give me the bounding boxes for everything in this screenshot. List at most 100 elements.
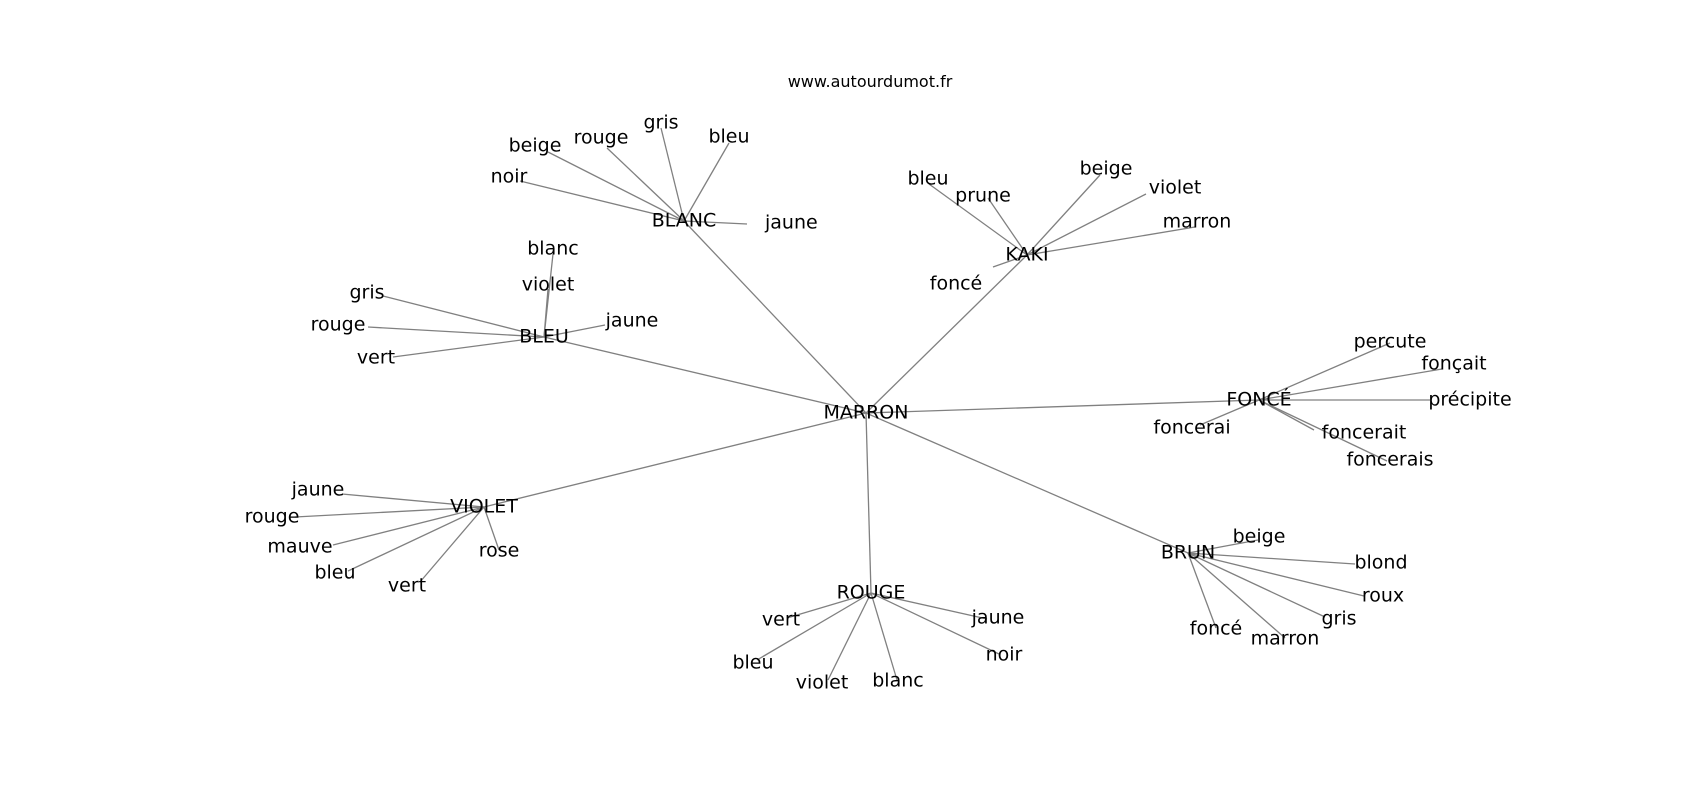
leaf-node-label: violet — [1149, 177, 1202, 199]
edge-hub-leaf — [382, 295, 545, 338]
hub-node-label: KAKI — [1005, 244, 1048, 266]
leaf-node-label: bleu — [732, 652, 773, 674]
edge-center-hub — [683, 220, 867, 414]
edge-hub-leaf — [419, 506, 485, 583]
edge-hub-leaf — [1026, 174, 1101, 256]
leaf-node-label: foncerai — [1153, 417, 1230, 439]
leaf-node-label: bleu — [907, 168, 948, 190]
edge-center-hub — [865, 412, 1189, 554]
leaf-node-label: jaune — [971, 607, 1025, 629]
edge-hub-leaf — [683, 142, 730, 222]
leaf-node-label: foncé — [1190, 618, 1243, 640]
leaf-node-label: bleu — [708, 126, 749, 148]
edge-hub-leaf — [756, 592, 872, 661]
edge-hub-leaf — [341, 493, 485, 508]
leaf-node-label: beige — [1080, 158, 1133, 180]
edge-hub-leaf — [1187, 552, 1326, 618]
leaf-node-label: rouge — [311, 314, 366, 336]
leaf-node-label: jaune — [605, 310, 659, 332]
edge-hub-leaf — [1199, 399, 1260, 426]
leaf-node-label: noir — [491, 166, 528, 188]
hub-node-label: VIOLET — [450, 496, 518, 518]
leaf-node-label: vert — [357, 347, 395, 369]
edge-hub-leaf — [928, 183, 1028, 256]
leaf-node-label: blanc — [872, 670, 923, 692]
edge-hub-leaf — [543, 324, 606, 338]
edge-hub-leaf — [1187, 552, 1365, 597]
leaf-node-label: rouge — [245, 506, 300, 528]
leaf-node-label: violet — [522, 274, 575, 296]
edge-hub-leaf — [367, 326, 545, 338]
leaf-node-label: blanc — [527, 238, 578, 260]
edge-hub-leaf — [332, 506, 485, 546]
edge-hub-leaf — [1187, 539, 1259, 554]
leaf-node-label: fonçait — [1421, 353, 1486, 375]
leaf-node-label: gris — [1321, 608, 1356, 630]
edge-hub-leaf — [1187, 552, 1286, 639]
edge-hub-leaf — [606, 147, 685, 222]
edge-hub-leaf — [294, 506, 485, 518]
leaf-node-label: rose — [479, 540, 520, 562]
leaf-node-label: rouge — [574, 127, 629, 149]
leaf-node-label: gris — [349, 282, 384, 304]
leaf-node-label: percute — [1354, 331, 1427, 353]
leaf-node-label: foncerait — [1322, 422, 1407, 444]
hub-node-label: BLANC — [652, 210, 717, 232]
center-node-label: MARRON — [824, 402, 909, 424]
edge-hub-leaf — [392, 336, 545, 358]
edge-hub-leaf — [543, 288, 549, 338]
edge-center-hub — [865, 254, 1028, 414]
leaf-node-label: roux — [1362, 585, 1404, 607]
edge-center-hub — [483, 412, 867, 508]
leaf-node-label: gris — [643, 112, 678, 134]
leaf-node-label: vert — [762, 609, 800, 631]
edge-hub-leaf — [987, 197, 1028, 256]
leaf-node-label: jaune — [291, 479, 345, 501]
leaf-node-label: noir — [986, 644, 1023, 666]
leaf-node-label: violet — [796, 672, 849, 694]
edge-hub-leaf — [1258, 368, 1443, 401]
leaf-node-label: marron — [1163, 211, 1232, 233]
edges — [294, 127, 1443, 681]
edge-hub-leaf — [870, 592, 898, 681]
leaf-node-label: précipite — [1428, 389, 1511, 411]
edge-hub-leaf — [870, 592, 988, 620]
site-url: www.autourdumot.fr — [788, 72, 953, 91]
edge-hub-leaf — [1258, 342, 1391, 401]
edge-hub-leaf — [827, 592, 872, 681]
hub-node-label: FONCÉ — [1226, 388, 1291, 411]
edge-hub-leaf — [1187, 552, 1356, 565]
leaf-node-label: mauve — [267, 536, 332, 558]
hub-node-label: BRUN — [1161, 542, 1215, 564]
leaf-node-label: blond — [1354, 552, 1407, 574]
edge-hub-leaf — [870, 592, 1000, 655]
edge-hub-leaf — [483, 506, 500, 551]
edge-hub-leaf — [519, 180, 685, 222]
edge-center-hub — [865, 412, 872, 594]
edge-hub-leaf — [1258, 399, 1388, 462]
edge-hub-leaf — [1026, 226, 1196, 256]
edge-center-hub — [865, 399, 1260, 414]
leaf-node-label: bleu — [314, 562, 355, 584]
edge-hub-leaf — [992, 254, 1028, 268]
hub-node-label: BLEU — [519, 326, 569, 348]
edge-hub-leaf — [660, 127, 685, 222]
leaf-node-label: jaune — [764, 212, 818, 234]
leaf-node-label: vert — [388, 575, 426, 597]
edge-hub-leaf — [683, 220, 748, 225]
edge-center-hub — [543, 336, 867, 414]
leaf-node-label: beige — [1233, 526, 1286, 548]
edge-hub-leaf — [347, 506, 485, 572]
leaf-node-label: marron — [1251, 628, 1320, 650]
edge-hub-leaf — [1187, 552, 1217, 629]
edge-hub-leaf — [786, 592, 872, 619]
leaf-node-label: foncé — [930, 273, 983, 295]
leaf-node-label: prune — [955, 185, 1011, 207]
edge-hub-leaf — [547, 151, 685, 222]
edge-hub-leaf — [1026, 193, 1147, 256]
hub-node-label: ROUGE — [837, 582, 906, 604]
leaf-node-label: foncerais — [1346, 449, 1433, 471]
leaf-node-label: beige — [509, 135, 562, 157]
